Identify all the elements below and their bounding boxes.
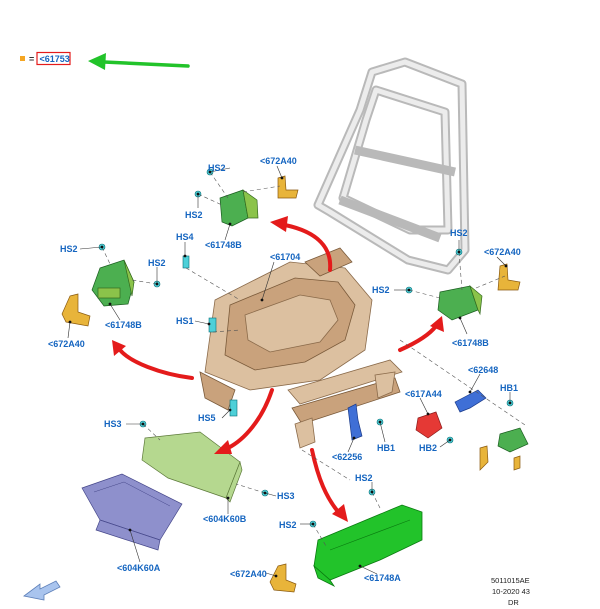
reference-line-2: 10-2020 43 (492, 587, 530, 596)
seat-back-frame (313, 57, 470, 275)
label-617a44[interactable]: <617A44 (405, 389, 442, 399)
callout-labels: HS2 <672A40 HS2 <61748B HS4 <61704 HS2 H… (48, 156, 521, 583)
bracket-small-green-right (497, 427, 529, 453)
label-hs4[interactable]: HS4 (176, 232, 194, 242)
legend-part-box (36, 51, 71, 66)
reference-line-3: DR (508, 598, 519, 607)
label-hs3-b[interactable]: HS3 (277, 491, 295, 501)
bracket-62648 (454, 389, 487, 413)
bracket-61748b-top (219, 189, 259, 227)
label-61748b-a[interactable]: <61748B (205, 240, 242, 250)
label-672a40-c[interactable]: <672A40 (484, 247, 521, 257)
bracket-61748b-left (91, 259, 135, 307)
label-hb1-a[interactable]: HB1 (500, 383, 518, 393)
bracket-62256 (347, 403, 363, 441)
label-672a40-d[interactable]: <672A40 (230, 569, 267, 579)
leader-lines (67, 165, 511, 577)
assembly-arrows (112, 216, 444, 522)
label-672a40-b[interactable]: <672A40 (48, 339, 85, 349)
label-604k60b[interactable]: <604K60B (203, 514, 247, 524)
clip-672a40-bottom (269, 563, 297, 593)
seat-cushion-frame (199, 247, 403, 449)
label-hb1-b[interactable]: HB1 (377, 443, 395, 453)
label-hs2-a[interactable]: HS2 (208, 163, 226, 173)
clip-small-orange (479, 445, 521, 471)
legend-marker (20, 56, 25, 61)
label-604k60a[interactable]: <604K60A (117, 563, 161, 573)
legend: = <61753 (20, 51, 190, 70)
fasteners (98, 168, 514, 528)
label-672a40-a[interactable]: <672A40 (260, 156, 297, 166)
label-61748a[interactable]: <61748A (364, 573, 401, 583)
label-hs5[interactable]: HS5 (198, 413, 216, 423)
cover-604k60b (141, 431, 243, 503)
label-hs3-a[interactable]: HS3 (104, 419, 122, 429)
legend-equals: = (29, 54, 34, 64)
legend-green-arrow (88, 53, 190, 70)
clip-672a40-left (61, 293, 91, 327)
trim-604k60a (81, 473, 183, 551)
label-hs2-e[interactable]: HS2 (450, 228, 468, 238)
reference-line-1: 5011015AE (491, 576, 530, 585)
label-62648[interactable]: <62648 (468, 365, 498, 375)
leader-dots (68, 170, 512, 578)
clip-672a40-right (497, 263, 521, 291)
clip-672a40-top (277, 175, 299, 199)
label-hb2[interactable]: HB2 (419, 443, 437, 453)
label-61748b-c[interactable]: <61748B (452, 338, 489, 348)
label-61748b-b[interactable]: <61748B (105, 320, 142, 330)
legend-part-number[interactable]: <61753 (40, 54, 70, 64)
assembly-lines (101, 171, 526, 547)
label-hs2-h[interactable]: HS2 (279, 520, 297, 530)
label-61704[interactable]: <61704 (270, 252, 300, 262)
label-hs2-d[interactable]: HS2 (148, 258, 166, 268)
illustration-reference: 5011015AE 10-2020 43 DR (491, 576, 530, 607)
label-hs2-b[interactable]: HS2 (185, 210, 203, 220)
bracket-617a44 (415, 411, 443, 439)
cover-61748a (313, 504, 423, 588)
label-62256[interactable]: <62256 (332, 452, 362, 462)
label-hs2-f[interactable]: HS2 (372, 285, 390, 295)
front-direction-arrow-icon (23, 580, 61, 601)
label-hs2-g[interactable]: HS2 (355, 473, 373, 483)
label-hs1[interactable]: HS1 (176, 316, 194, 326)
bracket-61748b-right (437, 284, 483, 321)
label-hs2-c[interactable]: HS2 (60, 244, 78, 254)
